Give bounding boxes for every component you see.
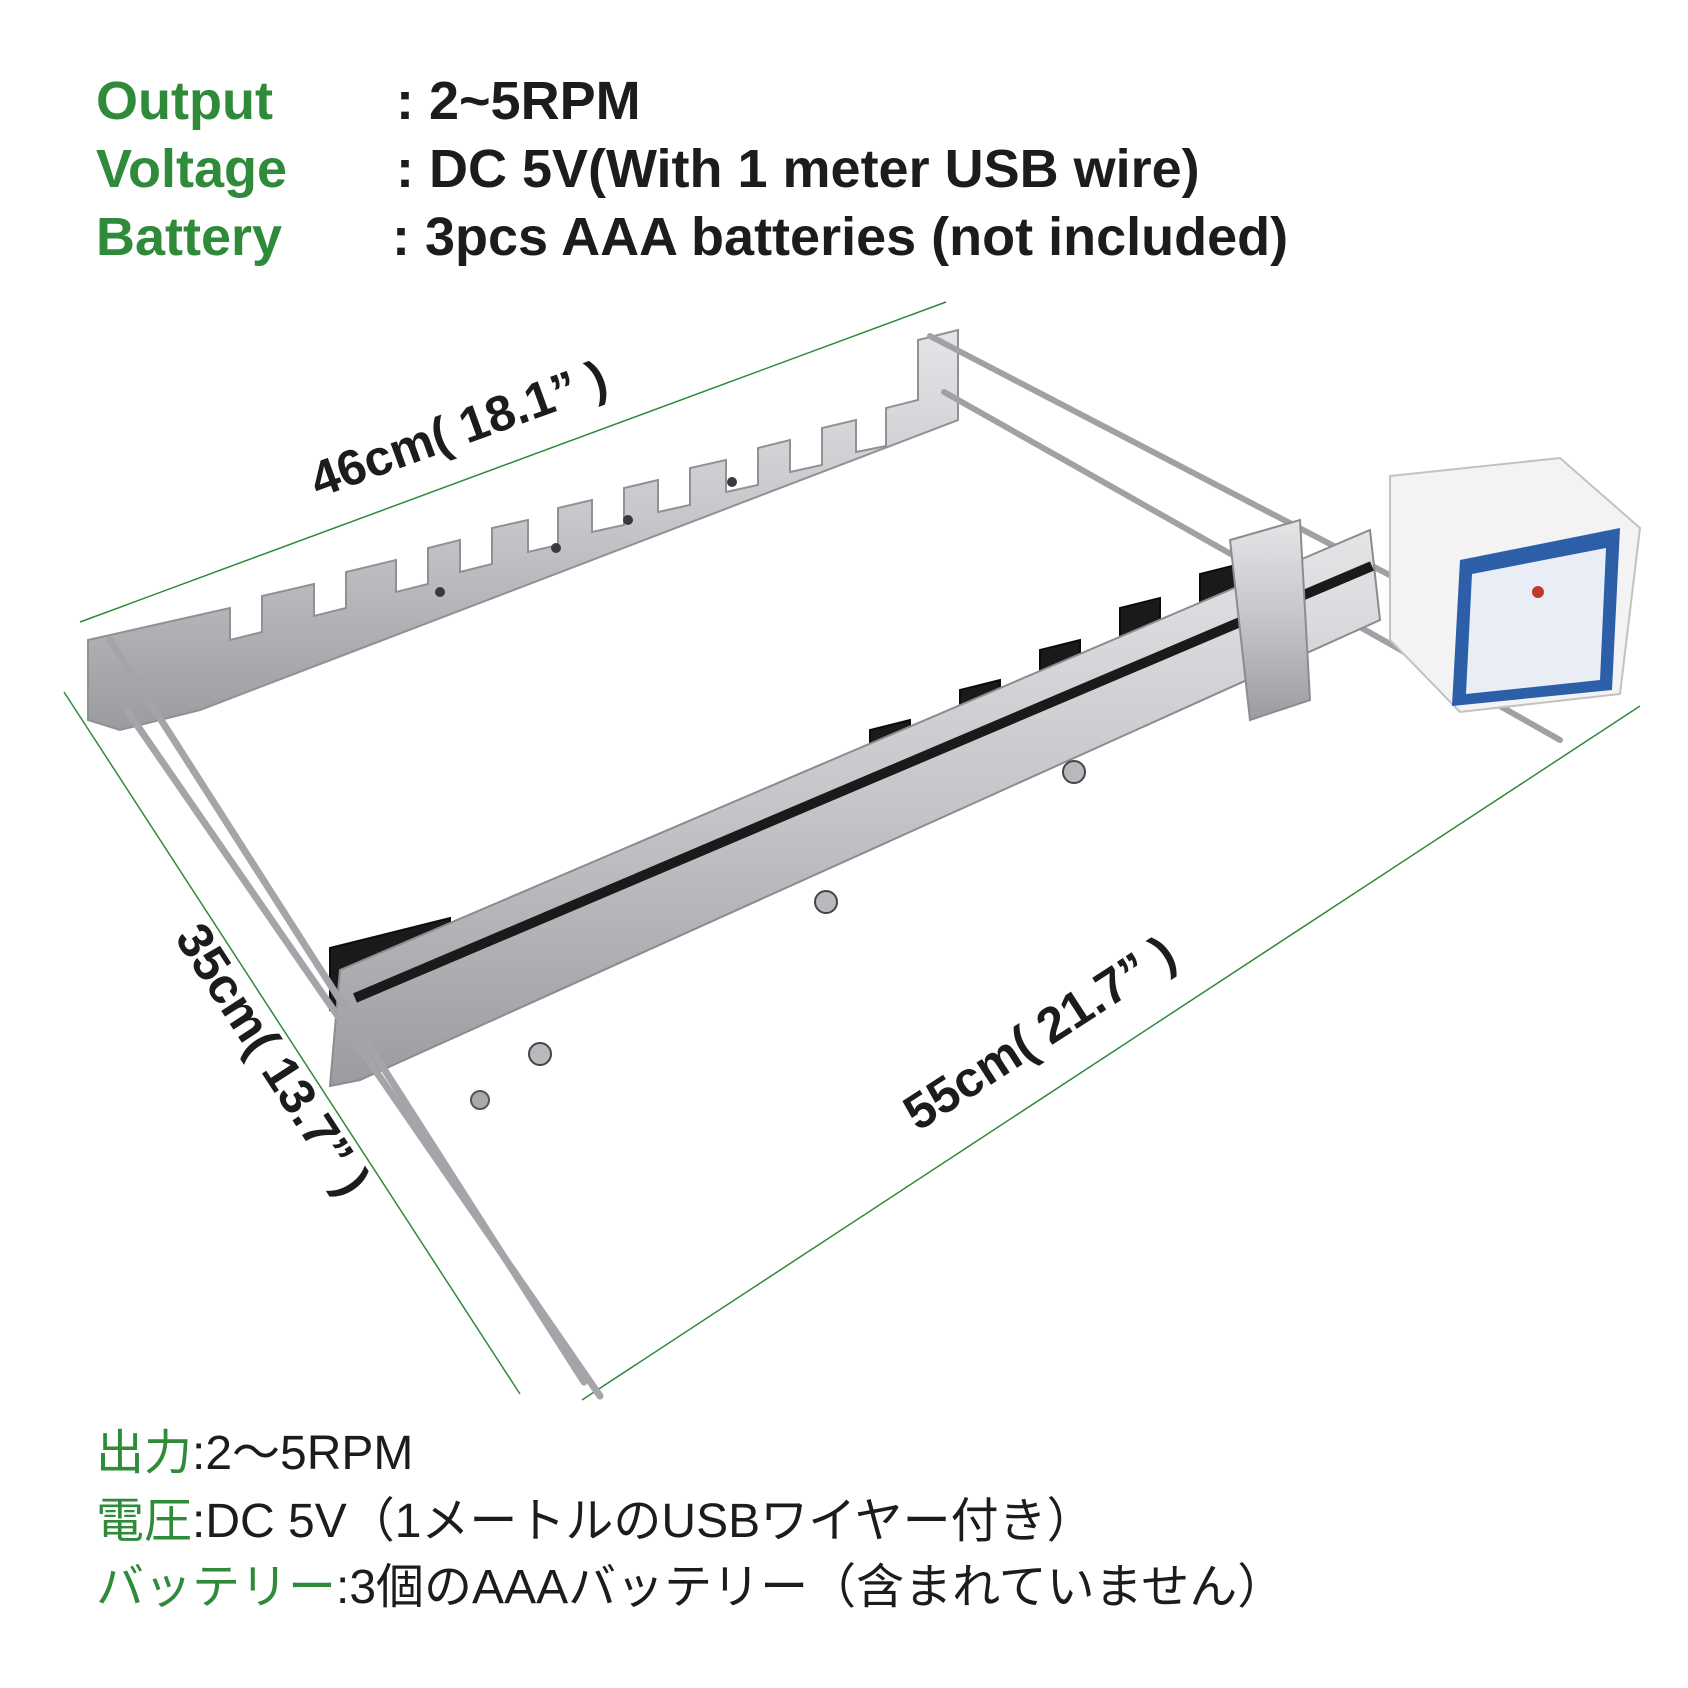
- spec-output-value: : 2~5RPM: [396, 71, 641, 131]
- spec-voltage-value: : DC 5V(With 1 meter USB wire): [396, 139, 1200, 199]
- spec-jp-battery-label: バッテリー: [96, 1561, 337, 1614]
- spec-battery-label: Battery: [96, 207, 283, 267]
- spec-jp-voltage-label: 電圧: [96, 1495, 193, 1548]
- spec-voltage-label: Voltage: [96, 139, 288, 199]
- spec-voltage: Voltage : DC 5V(With 1 meter USB wire): [96, 139, 1200, 199]
- end-bracket: [1228, 518, 1312, 722]
- spec-jp-output: 出力:2～5RPM: [96, 1430, 413, 1478]
- spec-output: Output : 2~5RPM: [96, 71, 641, 131]
- spec-jp-battery-value: :3個のAAAバッテリー（含まれていません）: [336, 1561, 1286, 1614]
- dim-length-label: 55cm( 21.7” ): [893, 925, 1185, 1142]
- spec-jp-output-label: 出力: [96, 1427, 193, 1480]
- spec-battery-value: : 3pcs AAA batteries (not included): [392, 207, 1289, 267]
- spec-output-label: Output: [96, 71, 273, 131]
- spec-jp-battery: バッテリー:3個のAAAバッテリー（含まれていません）: [96, 1564, 1285, 1612]
- front-bar: [328, 528, 1382, 1110]
- back-plate: [87, 328, 959, 732]
- dim-width-label: 46cm( 18.1” ): [303, 349, 615, 508]
- spec-battery: Battery : 3pcs AAA batteries (not includ…: [96, 207, 1288, 267]
- motor-box: [1389, 456, 1642, 714]
- spec-jp-output-value: :2～5RPM: [192, 1427, 414, 1480]
- spec-jp-voltage: 電圧:DC 5V（1メートルのUSBワイヤー付き）: [96, 1498, 1095, 1546]
- dimension-lines: [63, 301, 1641, 1401]
- dim-depth-label: 35cm( 13.7” ): [165, 913, 382, 1205]
- spec-jp-voltage-value: :DC 5V（1メートルのUSBワイヤー付き）: [192, 1495, 1095, 1548]
- front-rods: [106, 636, 604, 1400]
